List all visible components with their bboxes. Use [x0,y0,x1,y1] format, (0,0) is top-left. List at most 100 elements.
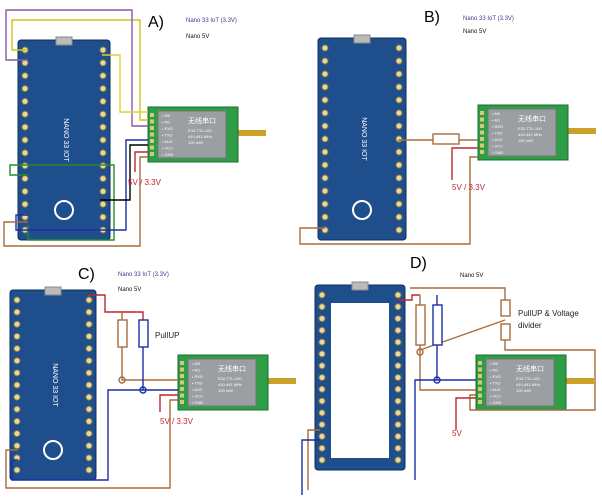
header-pin [318,362,326,370]
header-pin [21,175,29,183]
module-pin-label: • AUX [192,387,203,392]
header-pin [13,357,21,365]
panel-b-5v-label: Nano 5V [463,29,486,35]
header-pin [395,226,403,234]
header-pin [394,409,402,417]
header-pin [21,162,29,170]
header-pin [13,332,21,340]
panel-b-iot-label: Nano 33 IoT (3.3V) [463,16,514,22]
header-pin [85,442,93,450]
module-pin-label: • M0 [490,361,499,366]
header-pin [321,83,329,91]
module-pin-label: • M0 [192,361,201,366]
module-title: 无线串口 [516,364,544,373]
header-pin [21,59,29,67]
header-pin [394,338,402,346]
header-pin [13,369,21,377]
arduino-board-b: NANO 33 IOT [317,34,407,241]
header-pin [394,350,402,358]
module-pin-label: • TXD [162,133,173,138]
header-pin [321,187,329,195]
arduino-board-d [314,281,406,471]
resistor-d1 [415,304,426,346]
header-pin [318,456,326,464]
module-title: 无线串口 [518,114,546,123]
module-pin-label: • RXD [492,124,503,129]
header-pin [318,350,326,358]
module-pin-label: • GND [492,150,504,155]
resistor-b [432,133,460,145]
header-pin [13,430,21,438]
module-pin-label: • TXD [490,381,501,386]
wire [5,9,148,127]
lora-module-c: • M0• M1• RXD• TXD• AUX• VCC• GND无线串口E32… [177,354,296,411]
header-pin [394,421,402,429]
panel-c-iot-label: Nano 33 IoT (3.3V) [118,272,169,278]
header-pin [99,149,107,157]
junction-node [433,376,441,384]
panel-c-5v-label: Nano 5V [118,287,141,293]
header-pin [85,357,93,365]
header-pin [99,162,107,170]
header-pin [321,174,329,182]
header-pin [13,442,21,450]
header-pin [85,345,93,353]
panel-b-supply-label: 5V / 3.3V [452,183,486,192]
wire [299,156,478,245]
header-pin [321,70,329,78]
panel-d-5v-label: Nano 5V [460,273,483,279]
module-spec: 410-441 MHz [218,382,242,387]
header-pin [99,136,107,144]
module-pin-label: • AUX [492,137,503,142]
header-pin [394,374,402,381]
wire [5,399,178,489]
header-pin [21,85,29,93]
header-pin [99,187,107,195]
header-pin [85,308,93,316]
header-pin [394,385,402,393]
header-pin [394,291,402,299]
board-name: NANO 33 IOT [51,363,58,407]
module-spec: 410-441 MHz [188,134,212,139]
wire [15,139,148,231]
header-pin [395,44,403,52]
panel-b-letter: B) [424,9,440,26]
header-pin [21,149,29,157]
module-spec: 100 mW [188,140,203,145]
resistor-c1 [117,319,128,348]
wire [410,287,596,411]
module-pin-label: • VCC [492,144,503,149]
header-pin [13,381,21,389]
header-pin [321,213,329,221]
panel-a-5v-label: Nano 5V [186,34,209,40]
resistor-d2 [432,304,443,346]
wire [102,54,148,113]
board-name: NANO 33 IOT [360,117,367,161]
header-pin [85,405,93,413]
header-pin [395,213,403,221]
wire [134,151,148,172]
module-pin-label: • GND [192,400,204,405]
header-pin [85,417,93,425]
panel-a-iot-label: Nano 33 IoT (3.3V) [186,18,237,24]
resistor-d4 [500,323,511,341]
header-pin [21,97,29,105]
lora-module-b: • M0• M1• RXD• TXD• AUX• VCC• GND无线串口E32… [477,104,596,161]
header-pin [99,110,107,118]
header-pin [21,200,29,208]
header-pin [21,72,29,80]
header-pin [99,97,107,105]
module-title: 无线串口 [218,364,246,373]
header-pin [321,44,329,52]
panel-a-supply-label: 5V / 3.3V [128,178,162,187]
module-pin-label: • RXD [192,374,203,379]
panel-c-pullup-label: PullUP [155,331,179,340]
wire [100,144,148,201]
module-pin-label: • M1 [192,368,201,373]
header-pin [85,369,93,377]
header-pin [321,96,329,104]
lora-module-d: • M0• M1• RXD• TXD• AUX• VCC• GND无线串口E32… [475,354,594,411]
header-pin [13,466,21,474]
wire [419,295,476,391]
